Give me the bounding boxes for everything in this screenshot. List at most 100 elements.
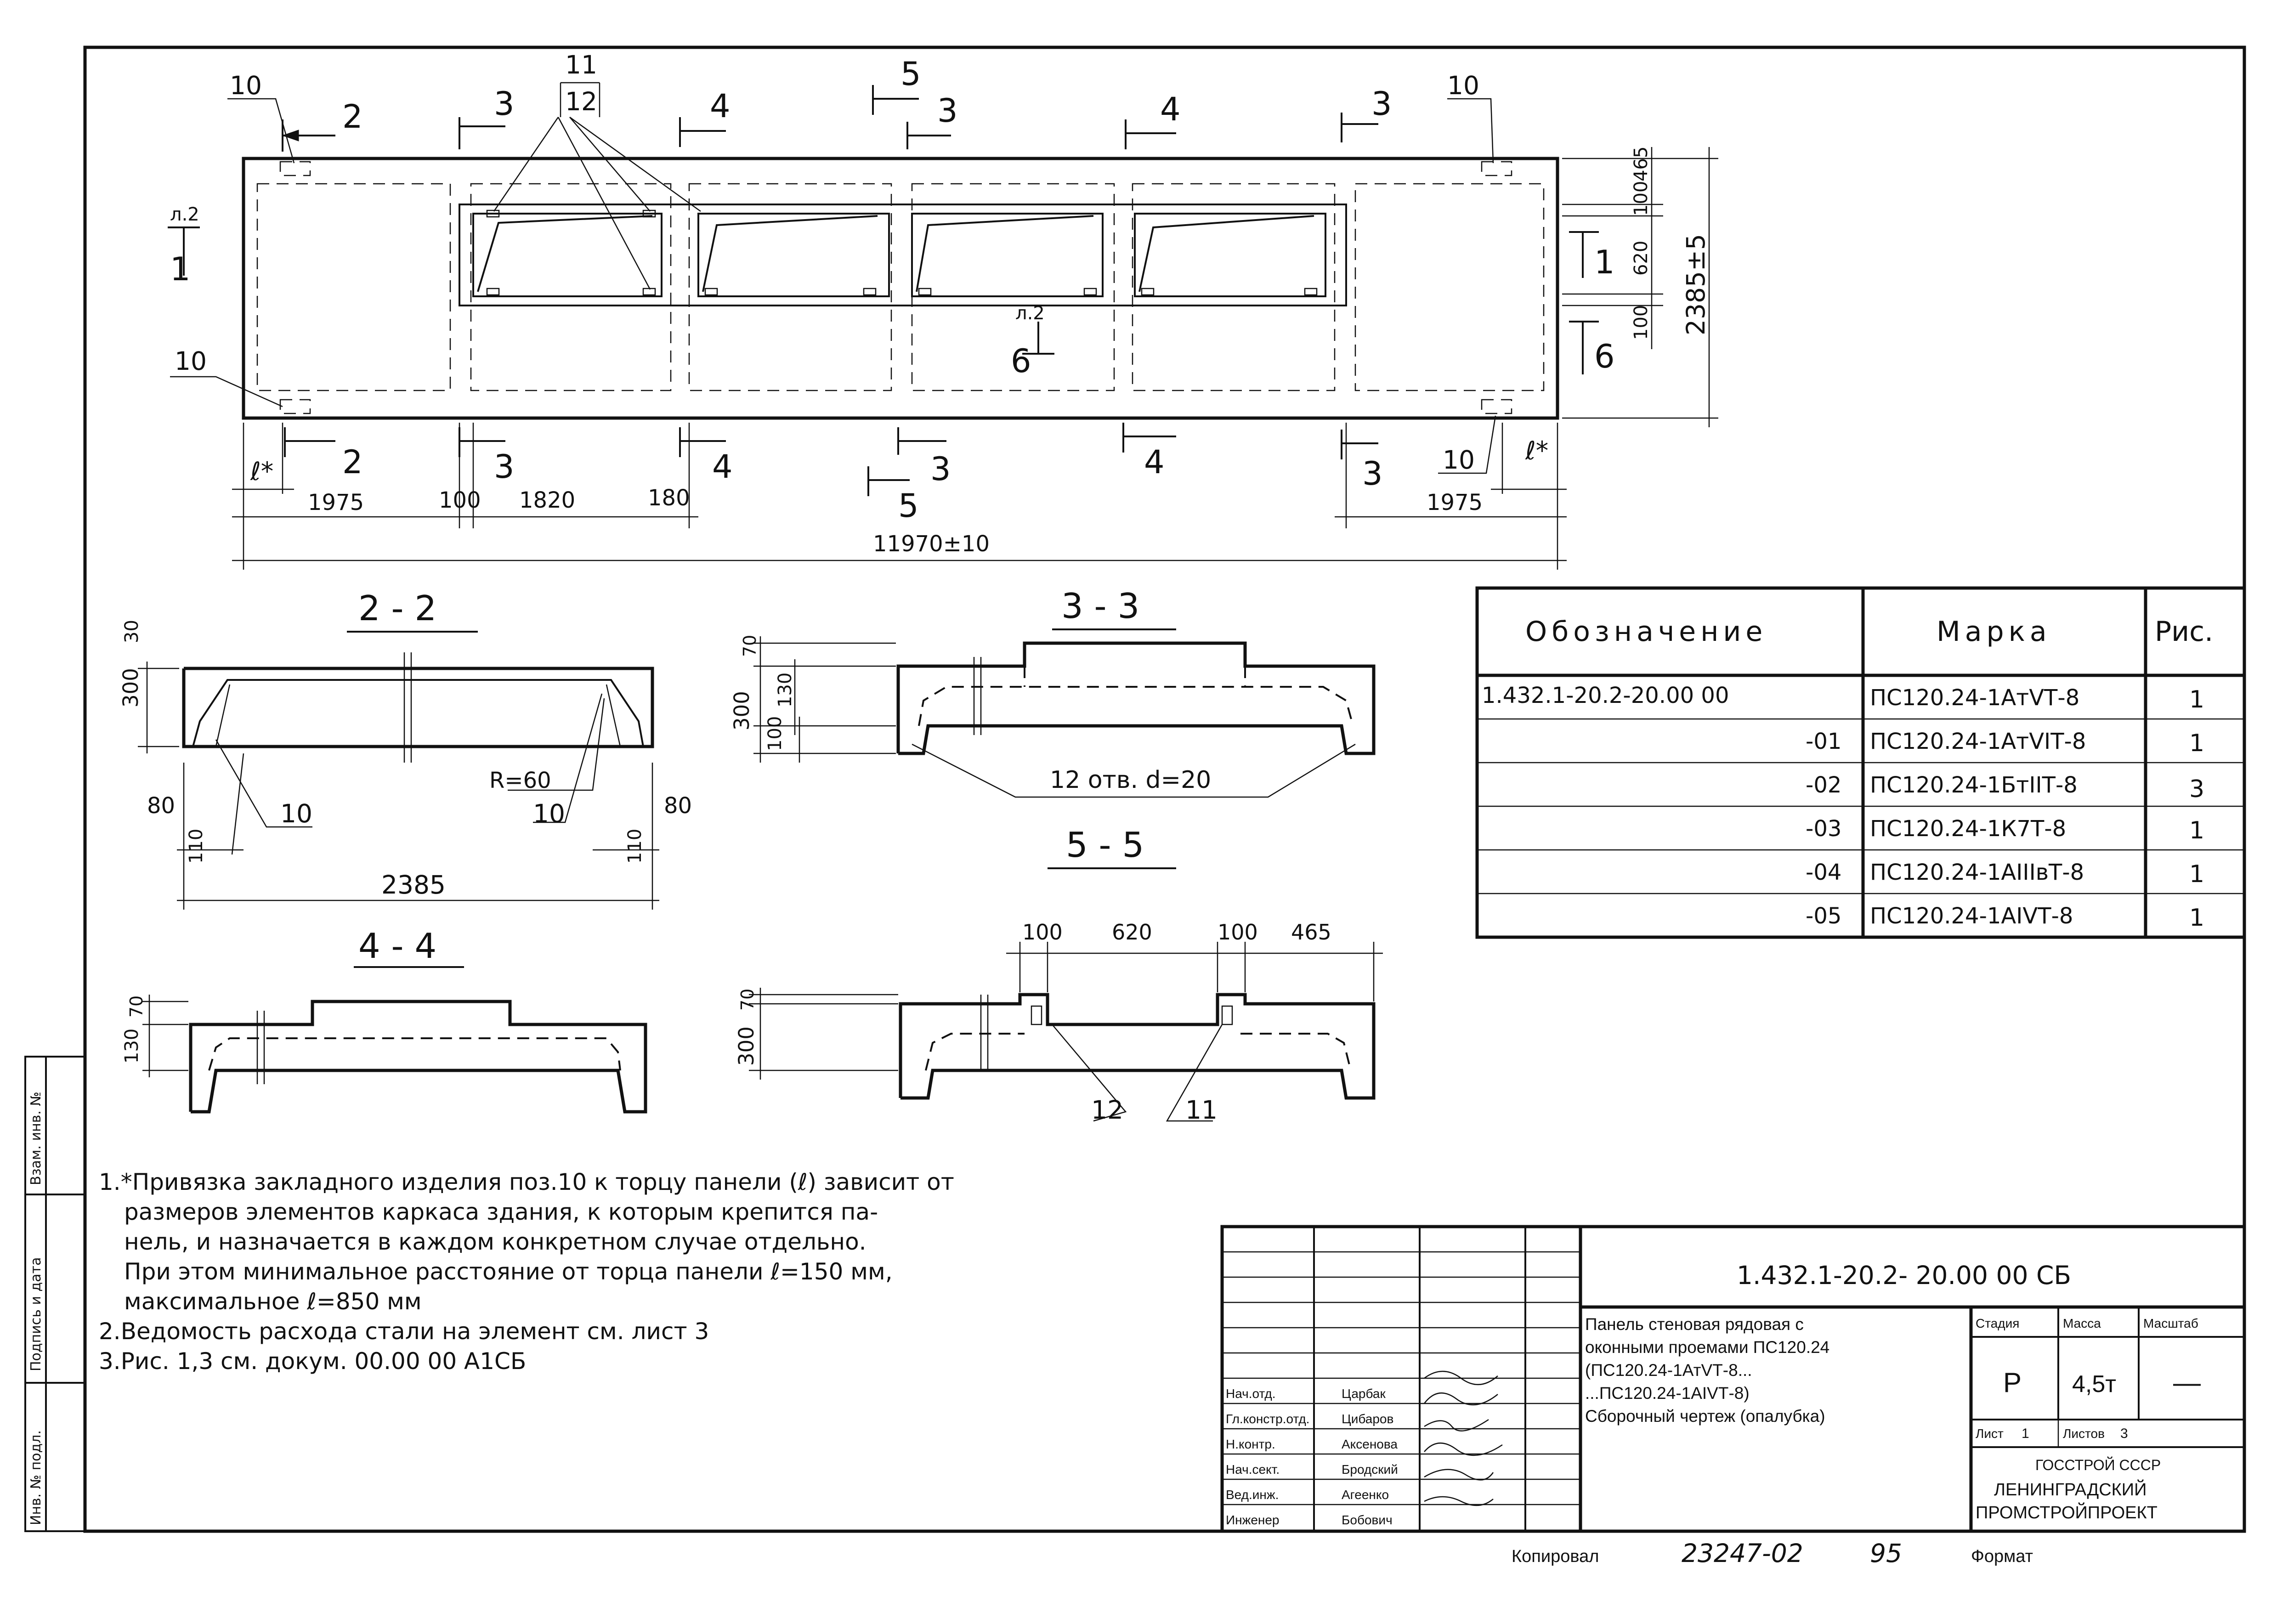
label-sec3-bot-a: 3 [494, 448, 515, 486]
spec-table-text: Обозначение Марка Рис. 1.432.1-20.2-20.0… [1482, 616, 2213, 932]
left-margin-stamp [24, 1056, 86, 1532]
s55-dim-465: 465 [1291, 920, 1331, 945]
spec-table [1475, 586, 2246, 939]
dim-100: 100 [439, 487, 481, 513]
s22-dim-2385: 2385 [381, 870, 446, 900]
title-block-text: 1.432.1-20.2- 20.00 00 СБ Панель стенова… [1226, 1261, 2201, 1527]
note-line-2: размеров элементов каркаса здания, к кот… [124, 1199, 878, 1225]
footer-format-label: Формат [1971, 1547, 2033, 1566]
dim-465: 465 [1631, 147, 1652, 181]
spec-row-4-designation: -03 [1806, 816, 1841, 842]
label-estar-right: ℓ* [1525, 436, 1548, 465]
title-line-5: Сборочный чертеж (опалубка) [1585, 1407, 1825, 1426]
window-3 [911, 213, 1104, 297]
spec-row-3-fig: 3 [2189, 775, 2204, 803]
note-line-1: 1.*Привязка закладного изделия поз.10 к … [99, 1169, 954, 1195]
label-sec4-bot-a: 4 [712, 448, 733, 486]
spec-row-5-mark: ПС120.24-1АIIIвТ-8 [1870, 860, 2084, 885]
dim-620: 620 [1631, 241, 1652, 276]
mass-value: 4,5т [2072, 1371, 2116, 1398]
title-block [1220, 1225, 2246, 1533]
dim-100-a: 100 [1631, 181, 1652, 216]
sheets-label: Листов [2063, 1426, 2105, 1441]
sheets-value: 3 [2120, 1426, 2128, 1441]
footer-code: 23247-02 [1682, 1539, 1803, 1568]
spec-row-3-mark: ПС120.24-1БтIIТ-8 [1870, 772, 2078, 798]
spec-row-2-mark: ПС120.24-1АтVIТ-8 [1870, 729, 2086, 754]
s55-dim-100-b: 100 [1218, 920, 1258, 945]
title-line-1: Панель стеновая рядовая с [1585, 1315, 1804, 1334]
s55-dim-70: 70 [737, 989, 758, 1011]
window-2 [697, 213, 890, 297]
dim-total-length: 11970±10 [873, 531, 990, 557]
spec-row-4-mark: ПС120.24-1К7Т-8 [1870, 816, 2066, 842]
label-lref-center: л.2 [1015, 303, 1045, 324]
footer-copied-label: Копировал [1512, 1547, 1599, 1566]
s33-dim-100: 100 [765, 716, 786, 751]
title-line-2: оконными проемами ПС120.24 [1585, 1338, 1829, 1357]
staff-name-4: Бродский [1342, 1462, 1398, 1477]
label-sec2-top: 2 [342, 98, 363, 136]
label-sec3-top-a: 3 [494, 85, 515, 123]
label-sec4-top-b: 4 [1160, 91, 1181, 128]
margin-inv-podl: Инв. № подл. [28, 1430, 44, 1525]
s22-dim-300: 300 [119, 668, 143, 707]
section-5-5-title: 5 - 5 [1066, 825, 1144, 865]
section-2-2-title: 2 - 2 [358, 588, 436, 628]
s55-dim-300: 300 [734, 1026, 759, 1066]
label-pos11: 11 [565, 50, 597, 79]
dim-height: 2385±5 [1681, 234, 1710, 335]
staff-role-3: Н.контр. [1226, 1437, 1275, 1451]
s55-pos11: 11 [1185, 1095, 1218, 1125]
label-sec5-bot: 5 [898, 487, 919, 525]
label-sec6-right: 6 [1594, 338, 1615, 375]
label-pos10-tl: 10 [230, 71, 262, 100]
section-5-5 [749, 867, 1383, 1122]
label-sec2-bot: 2 [342, 443, 363, 481]
window-1 [472, 213, 663, 297]
s22-dim-110-right: 110 [624, 829, 646, 864]
s22-dim-80-right: 80 [664, 793, 692, 819]
label-sec3-bot-c: 3 [1362, 455, 1383, 492]
spec-row-3-designation: -02 [1806, 772, 1841, 798]
spec-row-6-mark: ПС120.24-1АIVТ-8 [1870, 903, 2073, 929]
panel-outline [242, 157, 1559, 420]
label-sec1-left: 1 [170, 250, 191, 288]
spec-header-mark: Марка [1937, 616, 2051, 648]
label-sec4-bot-b: 4 [1144, 443, 1165, 481]
spec-row-5-fig: 1 [2189, 860, 2204, 888]
footer-page: 95 [1870, 1539, 1902, 1568]
org-line-3: ПРОМСТРОЙПРОЕКТ [1976, 1502, 2158, 1522]
s22-dim-110-left: 110 [186, 829, 207, 864]
s33-holes: 12 отв. d=20 [1050, 766, 1211, 794]
label-lref-left: л.2 [170, 204, 199, 225]
spec-row-1-designation: 1.432.1-20.2-20.00 00 [1482, 683, 1729, 708]
staff-name-5: Агеенко [1342, 1488, 1389, 1502]
s44-dim-130: 130 [121, 1029, 142, 1064]
s33-dim-130: 130 [775, 673, 796, 707]
scale-label: Масштаб [2143, 1316, 2198, 1330]
spec-row-1-fig: 1 [2189, 686, 2204, 713]
staff-name-6: Бобович [1342, 1513, 1393, 1527]
stage-value: Р [2003, 1367, 2022, 1398]
staff-role-4: Нач.сект. [1226, 1462, 1280, 1477]
s22-pos10-left: 10 [280, 799, 312, 828]
note-line-6: 2.Ведомость расхода стали на элемент см.… [99, 1318, 709, 1345]
label-pos10-tr: 10 [1447, 71, 1479, 100]
s22-dim-30: 30 [121, 620, 142, 643]
spec-row-6-designation: -05 [1806, 903, 1841, 929]
s55-dim-620: 620 [1112, 920, 1152, 945]
panel-plan [168, 82, 1718, 570]
s33-dim-300: 300 [730, 691, 754, 730]
s22-dim-80-left: 80 [147, 793, 175, 819]
label-pos10-bl: 10 [175, 346, 207, 376]
window-band [459, 204, 1347, 306]
label-estar-left: ℓ* [250, 457, 273, 486]
label-sec3-top-c: 3 [1371, 85, 1392, 123]
dim-180: 180 [648, 485, 690, 511]
spec-row-2-fig: 1 [2189, 730, 2204, 757]
footer: Копировал 23247-02 95 Формат [1512, 1539, 2033, 1568]
stage-label: Стадия [1976, 1316, 2019, 1330]
sheet-value: 1 [2022, 1426, 2029, 1441]
